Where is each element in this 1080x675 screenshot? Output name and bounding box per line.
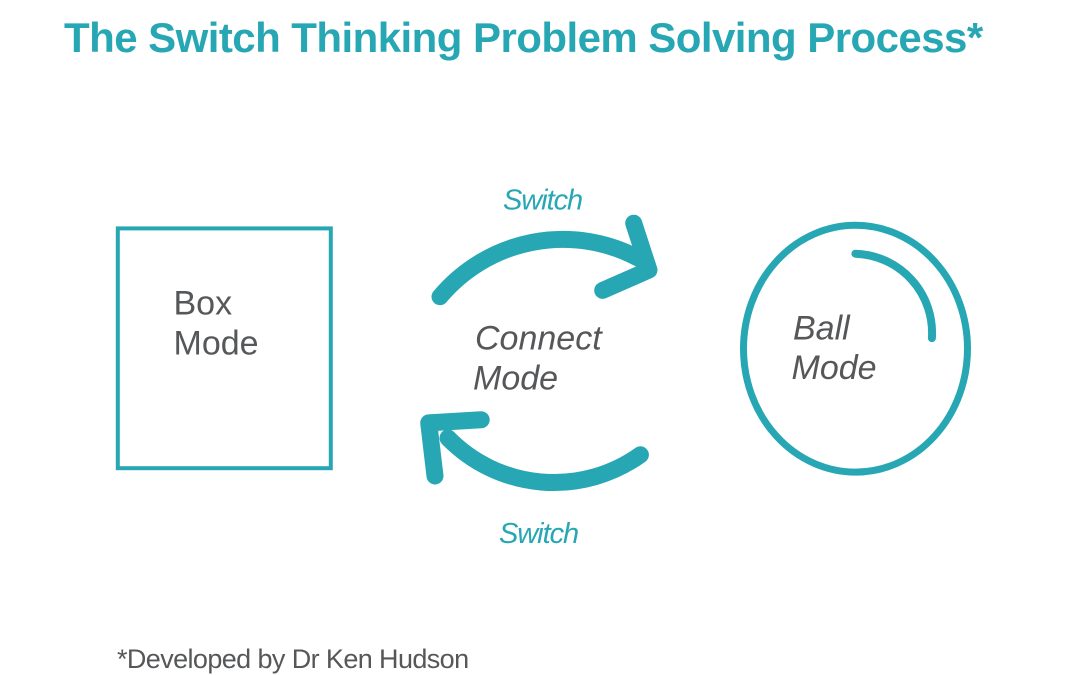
svg-text:Connect: Connect	[475, 320, 603, 358]
svg-text:Switch: Switch	[499, 518, 578, 550]
svg-text:Mode: Mode	[792, 349, 877, 387]
svg-text:The Switch Thinking Problem So: The Switch Thinking Problem Solving Proc…	[64, 14, 984, 61]
svg-text:Mode: Mode	[174, 325, 259, 363]
svg-text:Box: Box	[174, 285, 233, 323]
svg-text:Mode: Mode	[473, 359, 558, 397]
svg-text:Ball: Ball	[793, 309, 851, 347]
svg-text:*Developed by Dr Ken Hudson: *Developed by Dr Ken Hudson	[117, 644, 469, 674]
svg-text:Switch: Switch	[503, 185, 582, 217]
